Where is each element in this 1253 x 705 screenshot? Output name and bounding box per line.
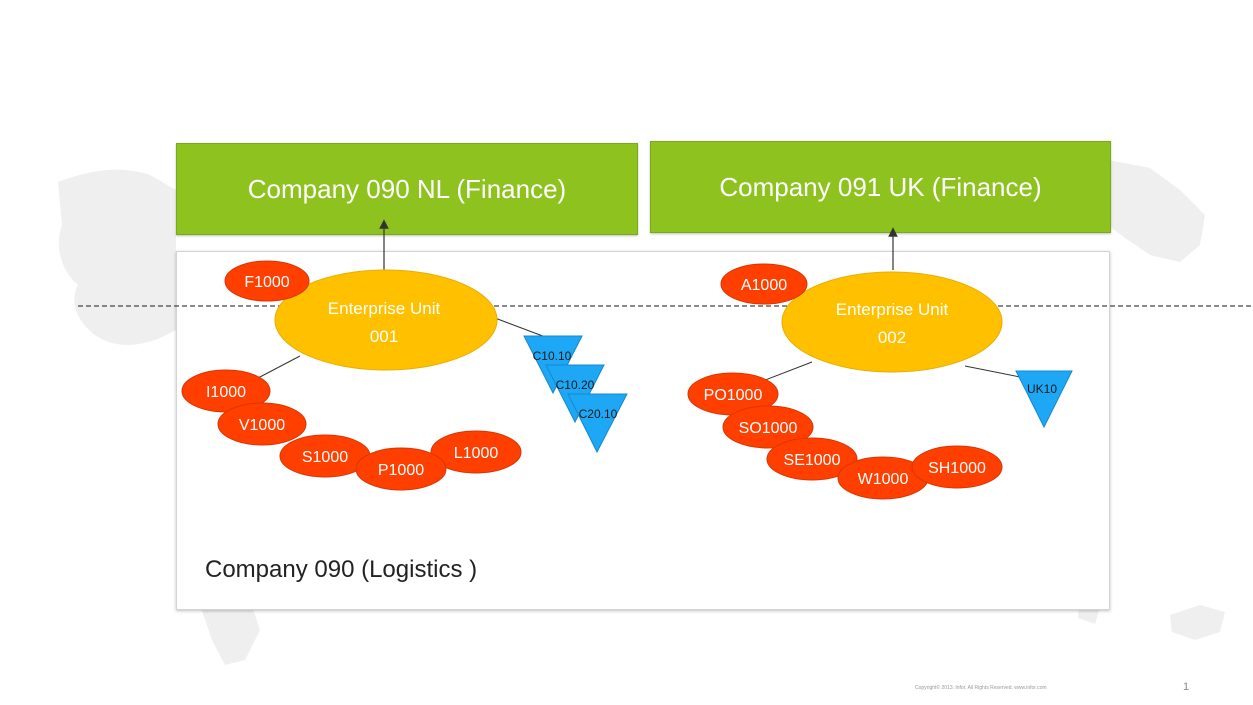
- code-label: SH1000: [928, 460, 986, 477]
- unit2-code-a1000: A1000: [720, 263, 808, 305]
- unit2-code-w1000: W1000: [837, 456, 929, 500]
- unit1-code-v1000: V1000: [217, 402, 307, 446]
- link-eu001-to-i1000: [257, 355, 301, 379]
- code-ellipse: [720, 263, 808, 305]
- enterprise-unit-002-number: 002: [878, 328, 906, 347]
- unit2-code-so1000: SO1000: [722, 405, 814, 449]
- enterprise-unit-001: Enterprise Unit 001: [274, 269, 498, 371]
- triangle-label: C10.10: [533, 349, 572, 363]
- unit1-code-s1000: S1000: [279, 434, 371, 478]
- enterprise-unit-002-title: Enterprise Unit: [836, 300, 949, 319]
- code-label: P1000: [378, 462, 424, 479]
- code-label: PO1000: [704, 387, 763, 404]
- unit1-code-f1000: F1000: [224, 260, 310, 302]
- code-label: S1000: [302, 449, 348, 466]
- finance-company-090-nl-box: Company 090 NL (Finance): [176, 143, 638, 235]
- code-label: A1000: [741, 277, 787, 294]
- enterprise-unit-001-number: 001: [370, 327, 398, 346]
- link-eu002-to-po1000: [759, 361, 813, 383]
- code-ellipse: [766, 437, 858, 481]
- unit2-code-se1000: SE1000: [766, 437, 858, 481]
- code-ellipse: [430, 430, 522, 474]
- unit1-triangle-c20-10: C20.10: [567, 393, 628, 454]
- page-number: 1: [1183, 681, 1190, 693]
- enterprise-unit-001-ellipse: [274, 269, 498, 371]
- finance-company-090-nl-label: Company 090 NL (Finance): [247, 173, 567, 204]
- code-ellipse: [224, 260, 310, 302]
- code-label: SE1000: [784, 452, 841, 469]
- triangle-label: C20.10: [579, 407, 618, 421]
- triangle-label: UK10: [1027, 382, 1057, 396]
- copyright-notice: Copyright© 2013. Infor. All Rights Reser…: [915, 685, 1047, 691]
- code-label: L1000: [454, 445, 499, 462]
- code-ellipse: [217, 402, 307, 446]
- triangle-shape: [1015, 370, 1073, 429]
- code-ellipse: [722, 405, 814, 449]
- unit1-code-l1000: L1000: [430, 430, 522, 474]
- unit2-code-po1000: PO1000: [687, 372, 779, 416]
- code-ellipse: [911, 445, 1003, 489]
- code-label: SO1000: [739, 420, 798, 437]
- code-ellipse: [355, 447, 447, 491]
- code-label: F1000: [244, 274, 289, 291]
- enterprise-unit-002-ellipse: [781, 271, 1003, 373]
- triangle-label: C10.20: [556, 378, 595, 392]
- code-label: W1000: [858, 471, 909, 488]
- logistics-company-label: Company 090 (Logistics ): [205, 556, 478, 583]
- code-label: V1000: [239, 417, 285, 434]
- enterprise-unit-001-title: Enterprise Unit: [328, 299, 441, 318]
- code-label: I1000: [206, 384, 246, 401]
- finance-company-091-uk-label: Company 091 UK (Finance): [719, 171, 1042, 202]
- link-eu001-to-triangles: [494, 317, 549, 339]
- unit1-code-p1000: P1000: [355, 447, 447, 491]
- unit2-triangle-uk10: UK10: [1015, 370, 1073, 429]
- link-eu002-to-uk10: [964, 365, 1026, 379]
- triangle-shape: [567, 393, 628, 454]
- unit2-code-sh1000: SH1000: [911, 445, 1003, 489]
- finance-company-091-uk-box: Company 091 UK (Finance): [650, 141, 1111, 233]
- enterprise-unit-002: Enterprise Unit 002: [781, 271, 1003, 373]
- unit1-code-i1000: I1000: [181, 369, 271, 413]
